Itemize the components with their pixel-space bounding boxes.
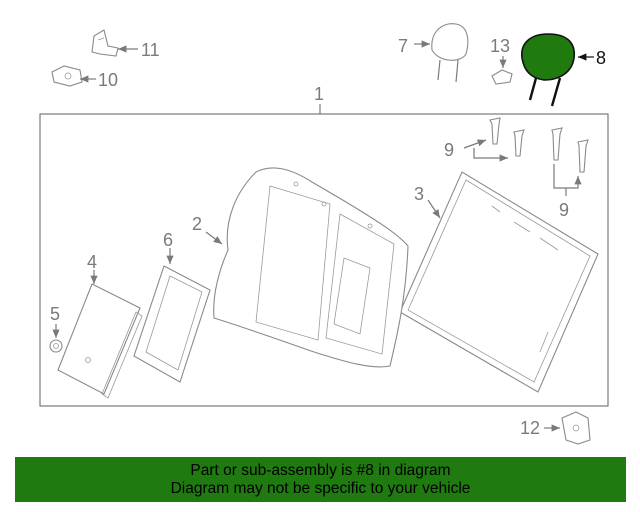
callout-9a[interactable]: 9 bbox=[444, 140, 454, 160]
banner-line-1: Part or sub-assembly is #8 in diagram bbox=[190, 461, 451, 479]
assembly-frame bbox=[39, 113, 609, 407]
part-7-headrest[interactable] bbox=[431, 23, 469, 83]
callout-9a-bracket bbox=[473, 148, 508, 162]
callout-10[interactable]: 10 bbox=[98, 70, 118, 90]
callout-2[interactable]: 2 bbox=[192, 214, 202, 234]
callout-9b[interactable]: 9 bbox=[559, 200, 569, 220]
part-11-clip[interactable] bbox=[91, 29, 119, 57]
callout-8[interactable]: 8 bbox=[596, 48, 606, 68]
callout-2-leader bbox=[205, 231, 223, 245]
callout-1[interactable]: 1 bbox=[314, 84, 324, 104]
part-6-board[interactable] bbox=[133, 265, 211, 383]
callout-3[interactable]: 3 bbox=[414, 184, 424, 204]
part-2-seatback-cover[interactable] bbox=[213, 167, 409, 368]
callout-5[interactable]: 5 bbox=[50, 304, 60, 324]
part-12-latch[interactable] bbox=[561, 411, 591, 445]
callout-9b-bracket bbox=[553, 164, 582, 189]
callout-11[interactable]: 11 bbox=[141, 40, 160, 60]
part-9-pins-group-a[interactable] bbox=[489, 117, 525, 157]
banner-line-2: Diagram may not be specific to your vehi… bbox=[170, 479, 471, 497]
info-banner: Part or sub-assembly is #8 in diagram Di… bbox=[15, 457, 626, 502]
callout-12[interactable]: 12 bbox=[520, 418, 540, 438]
part-9-pins-group-b[interactable] bbox=[551, 127, 589, 173]
part-5-grommet[interactable] bbox=[49, 339, 63, 353]
callout-3-leader bbox=[427, 199, 441, 219]
part-4-pad[interactable] bbox=[57, 283, 143, 399]
callout-6[interactable]: 6 bbox=[163, 230, 173, 250]
callout-13[interactable]: 13 bbox=[490, 36, 510, 56]
part-10-bracket[interactable] bbox=[51, 65, 83, 87]
callout-9a-leader bbox=[463, 139, 487, 149]
part-8-headrest-highlighted[interactable] bbox=[521, 33, 575, 107]
callout-7[interactable]: 7 bbox=[398, 36, 408, 56]
callout-4[interactable]: 4 bbox=[87, 252, 97, 272]
part-3-back-panel[interactable] bbox=[399, 171, 599, 393]
part-13-guide[interactable] bbox=[491, 69, 513, 85]
